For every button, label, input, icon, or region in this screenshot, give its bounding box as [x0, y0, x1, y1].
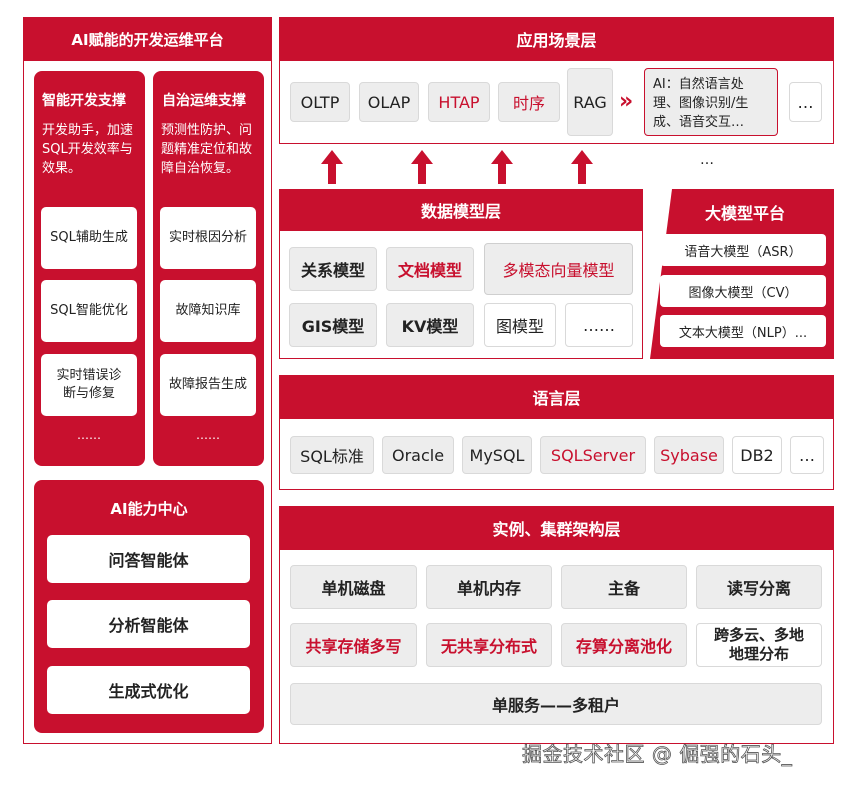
- ops-item-root-cause[interactable]: 实时根因分析: [160, 207, 256, 269]
- watermark: 掘金技术社区 @ 倔强的石头_: [522, 742, 793, 767]
- dev-support-desc: 开发助手，加速SQL开发效率与效果。: [42, 123, 134, 176]
- dev-support-title: 智能开发支撑: [42, 93, 126, 109]
- ai-center-title: AI能力中心: [110, 500, 188, 518]
- ai-qa-agent[interactable]: 问答智能体: [47, 535, 250, 583]
- model-document[interactable]: 文档模型: [386, 247, 474, 291]
- llm-asr[interactable]: 语音大模型（ASR）: [660, 234, 826, 266]
- llm-cv[interactable]: 图像大模型（CV）: [660, 275, 826, 307]
- cluster-standalone-disk[interactable]: 单机磁盘: [290, 565, 417, 609]
- app-rag[interactable]: RAG: [567, 68, 613, 136]
- ops-support-desc: 预测性防护、问题精准定位和故障自治恢复。: [161, 123, 253, 176]
- app-more[interactable]: …: [789, 82, 822, 122]
- model-relational[interactable]: 关系模型: [289, 247, 377, 291]
- cluster-storage-compute-pool[interactable]: 存算分离池化: [561, 623, 687, 667]
- app-layer-title: 应用场景层: [279, 17, 834, 61]
- model-graph[interactable]: 图模型: [484, 303, 556, 347]
- dev-item-sql-generate[interactable]: SQL辅助生成: [41, 207, 137, 269]
- app-olap[interactable]: OLAP: [359, 82, 419, 122]
- lang-oracle[interactable]: Oracle: [382, 436, 454, 474]
- cluster-shared-storage[interactable]: 共享存储多写: [290, 623, 417, 667]
- arrow-up-icon: [411, 150, 433, 184]
- model-more[interactable]: ……: [565, 303, 633, 347]
- lang-sybase[interactable]: Sybase: [654, 436, 724, 474]
- model-kv[interactable]: KV模型: [386, 303, 474, 347]
- model-multimodal-vector[interactable]: 多模态向量模型: [484, 243, 633, 295]
- left-panel-title: AI赋能的开发运维平台: [23, 17, 272, 61]
- ops-item-fault-kb[interactable]: 故障知识库: [160, 280, 256, 342]
- lang-mysql[interactable]: MySQL: [462, 436, 532, 474]
- ops-support-title: 自治运维支撑: [162, 93, 246, 109]
- app-ai-box-text: AI：自然语言处理、图像识别/生成、语音交互…: [653, 77, 749, 130]
- app-timeseries[interactable]: 时序: [498, 82, 560, 122]
- app-below-dots: …: [700, 152, 714, 168]
- ai-generative-optimize[interactable]: 生成式优化: [47, 666, 250, 714]
- app-htap[interactable]: HTAP: [428, 82, 490, 122]
- arrows-up-icon: [321, 150, 593, 184]
- ops-item-fault-report[interactable]: 故障报告生成: [160, 354, 256, 416]
- cluster-primary-standby[interactable]: 主备: [561, 565, 687, 609]
- app-oltp[interactable]: OLTP: [290, 82, 350, 122]
- dev-item-error-diagnosis[interactable]: 实时错误诊断与修复: [41, 354, 137, 416]
- dev-more: ……: [77, 428, 101, 442]
- ops-more: ……: [196, 428, 220, 442]
- lang-more[interactable]: …: [790, 436, 824, 474]
- ai-analysis-agent[interactable]: 分析智能体: [47, 600, 250, 648]
- arrow-up-icon: [321, 150, 343, 184]
- cluster-standalone-memory[interactable]: 单机内存: [426, 565, 552, 609]
- app-ai-box[interactable]: AI：自然语言处理、图像识别/生成、语音交互…: [644, 68, 778, 136]
- arrow-up-icon: [571, 150, 593, 184]
- language-layer-title: 语言层: [279, 375, 834, 419]
- cluster-multi-cloud[interactable]: 跨多云、多地地理分布: [696, 623, 822, 667]
- chevrons-icon: »: [619, 89, 634, 114]
- cluster-single-service-multi-tenant[interactable]: 单服务——多租户: [290, 683, 822, 725]
- dev-item-sql-optimize[interactable]: SQL智能优化: [41, 280, 137, 342]
- cluster-layer-title: 实例、集群架构层: [279, 506, 834, 550]
- arrow-up-icon: [491, 150, 513, 184]
- lang-sql-standard[interactable]: SQL标准: [290, 436, 374, 474]
- llm-platform-title: 大模型平台: [704, 204, 785, 223]
- cluster-read-write-split[interactable]: 读写分离: [696, 565, 822, 609]
- llm-nlp[interactable]: 文本大模型（NLP）...: [660, 315, 826, 347]
- cluster-multi-cloud-label: 跨多云、多地地理分布: [713, 626, 804, 663]
- lang-db2[interactable]: DB2: [732, 436, 782, 474]
- lang-sqlserver[interactable]: SQLServer: [540, 436, 646, 474]
- data-model-layer-title: 数据模型层: [279, 189, 643, 231]
- dev-item-error-diagnosis-label: 实时错误诊断与修复: [56, 368, 122, 401]
- cluster-shared-nothing[interactable]: 无共享分布式: [426, 623, 552, 667]
- model-gis[interactable]: GIS模型: [289, 303, 377, 347]
